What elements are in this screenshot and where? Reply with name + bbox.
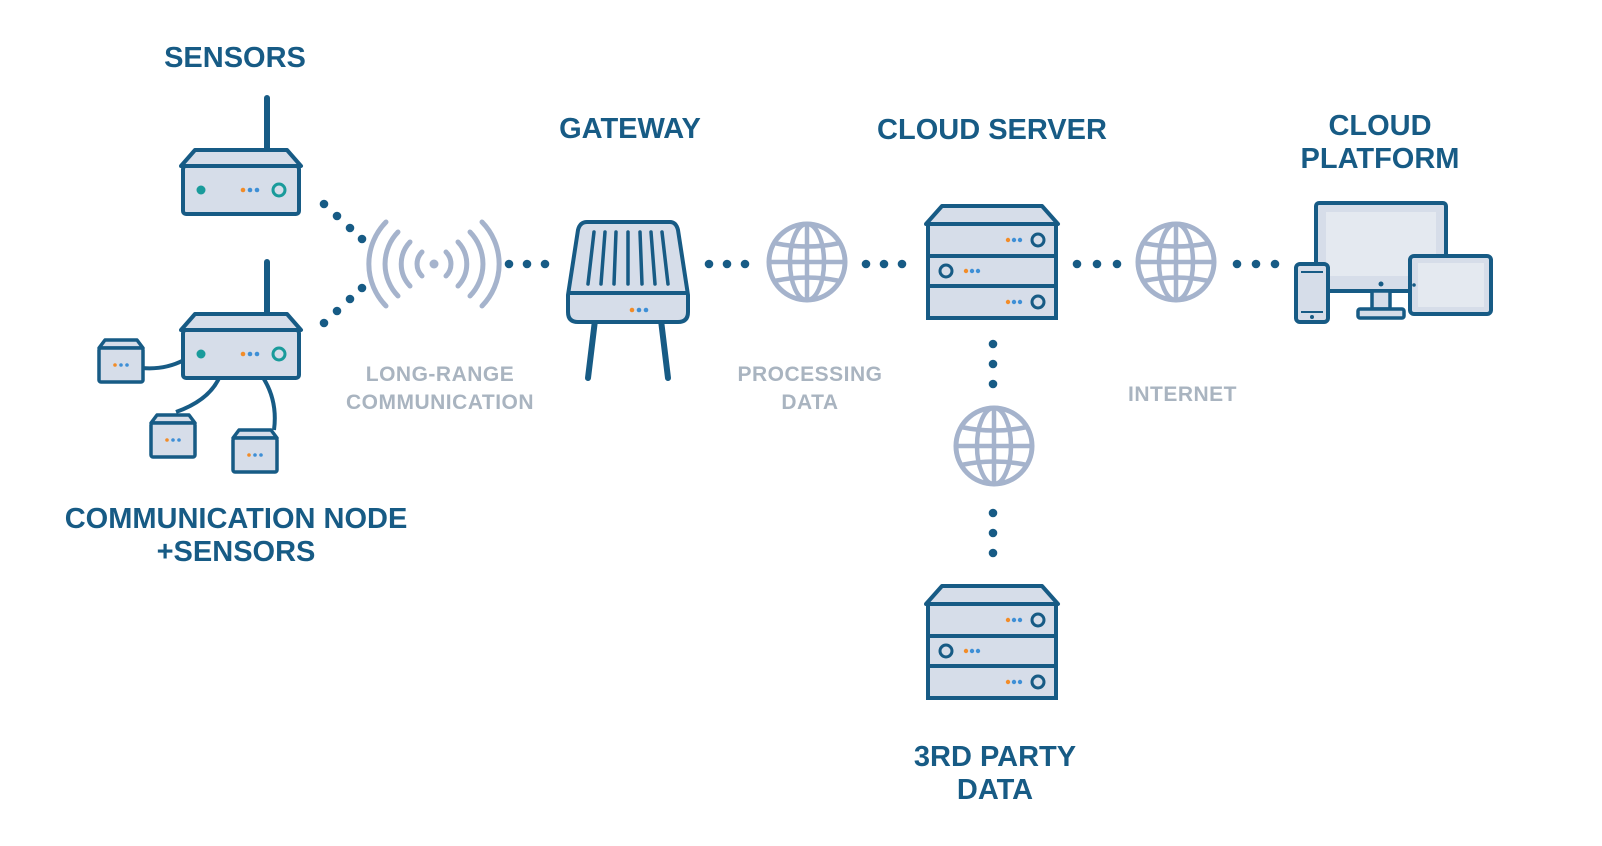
gateway-icon xyxy=(566,220,690,381)
cloud-server-icon xyxy=(924,204,1060,320)
globe-icon xyxy=(1138,224,1214,300)
comm-node-label: COMMUNICATION NODE +SENSORS xyxy=(30,503,442,569)
sensor-box-icon xyxy=(231,428,279,474)
sensor-box-icon xyxy=(97,338,145,384)
processing-label-line2: DATA xyxy=(781,391,839,414)
comm-node-router-icon xyxy=(181,262,301,378)
third-party-label-line1: 3RD PARTY xyxy=(913,741,1077,773)
cloud-platform-label: CLOUD PLATFORM xyxy=(1270,110,1490,176)
internet-label: INTERNET xyxy=(1128,383,1237,406)
long-range-label-line1: LONG-RANGE xyxy=(365,363,515,386)
processing-label-line1: PROCESSING xyxy=(737,363,883,386)
globe-icon xyxy=(769,224,845,300)
long-range-label: LONG-RANGE COMMUNICATION xyxy=(320,361,560,417)
cloud-server-label: CLOUD SERVER xyxy=(877,114,1107,146)
third-party-label: 3RD PARTY DATA xyxy=(880,741,1110,807)
gateway-label: GATEWAY xyxy=(559,113,701,145)
third-party-label-line2: DATA xyxy=(956,774,1034,806)
comm-node-label-line2: +SENSORS xyxy=(156,536,316,568)
long-range-label-line2: COMMUNICATION xyxy=(345,391,535,414)
devices-icon xyxy=(1294,201,1493,324)
wireless-signal-icon xyxy=(366,219,502,309)
sensors-router-icon xyxy=(181,98,301,214)
dotted-connectors xyxy=(319,199,1280,558)
globe-icon xyxy=(956,408,1032,484)
cloud-platform-label-line1: CLOUD xyxy=(1328,110,1432,142)
sensors-label: SENSORS xyxy=(164,42,306,74)
third-party-server-icon xyxy=(924,584,1060,700)
processing-label: PROCESSING DATA xyxy=(710,361,910,417)
comm-node-label-line1: COMMUNICATION NODE xyxy=(64,503,408,535)
cloud-platform-label-line2: PLATFORM xyxy=(1300,143,1460,175)
sensor-box-icon xyxy=(149,413,197,459)
